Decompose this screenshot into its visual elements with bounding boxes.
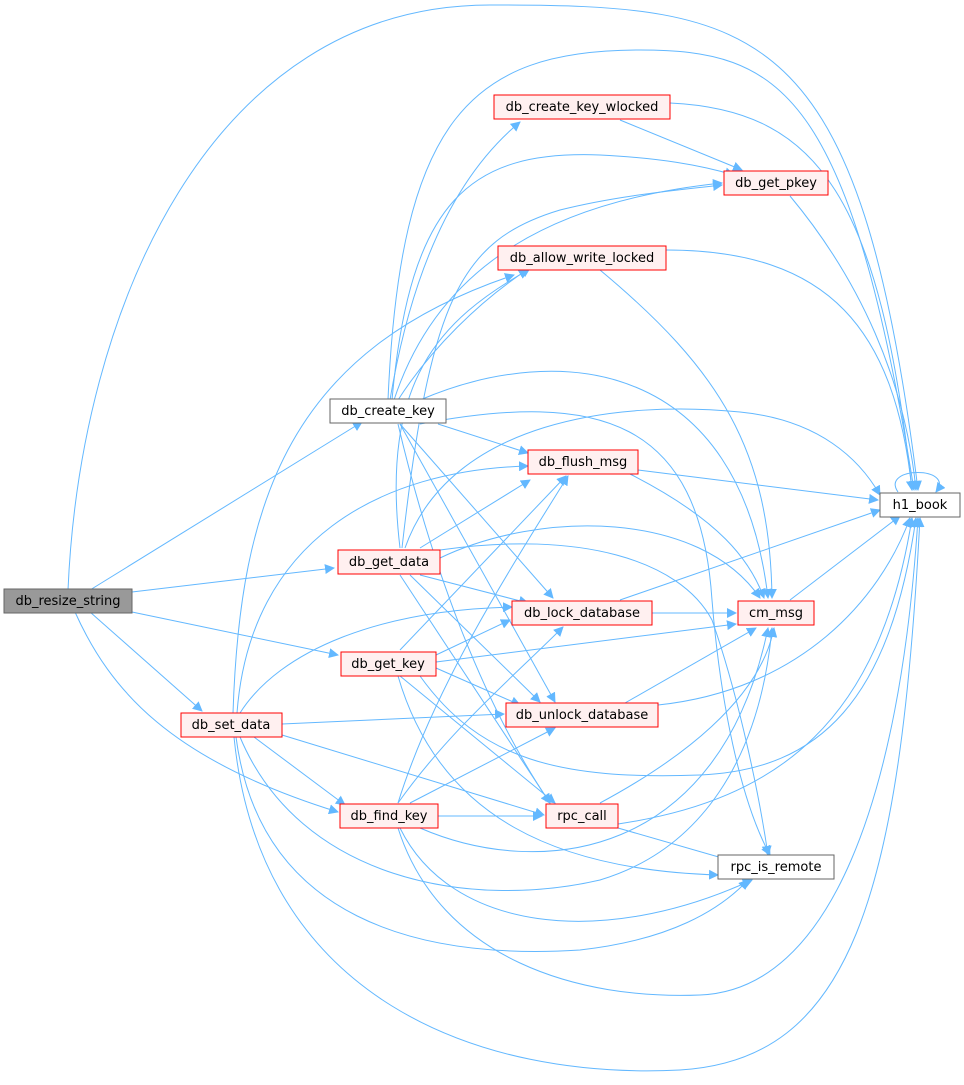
node-rpc-is-remote[interactable]: rpc_is_remote (717, 854, 835, 880)
node-label: rpc_is_remote (731, 860, 822, 875)
edge-get-data-to-rpc-call (399, 574, 551, 804)
node-label: db_get_pkey (735, 176, 817, 191)
node-cm-msg[interactable]: cm_msg (737, 600, 815, 626)
edge-get-key-to-cm-msg (435, 620, 737, 663)
edge-set-data-to-find-key (253, 736, 346, 806)
node-label: db_get_data (349, 555, 429, 570)
node-db-flush-msg[interactable]: db_flush_msg (527, 449, 639, 475)
edge-create-key-to-rpc-is-remote (419, 411, 771, 856)
edges (67, 4, 946, 1072)
edge-find-key-to-h1-book (397, 517, 923, 996)
edge-create-key-to-pkey-a (391, 154, 735, 401)
edge-set-data-to-h1-book (233, 517, 925, 1072)
edge-allow-write-to-h1-book (665, 249, 917, 491)
edge-resize-to-get-key (131, 611, 339, 659)
edge-create-key-to-allow-write (397, 267, 531, 401)
edge-get-data-to-rpc-is-remote (439, 543, 772, 856)
node-label: db_unlock_database (516, 708, 649, 723)
node-db-allow-write-locked[interactable]: db_allow_write_locked (497, 245, 667, 271)
node-db-resize-string[interactable]: db_resize_string (3, 588, 133, 614)
edge-rpc-call-to-cm-msg (599, 627, 778, 804)
edge-get-key-to-rpc-call (399, 675, 556, 804)
edge-get-data-to-lock-db (419, 574, 529, 606)
edge-create-key-to-h1-book (387, 49, 918, 491)
edge-get-data-to-cm-msg (439, 525, 761, 599)
edge-get-data-to-flush (419, 479, 531, 549)
edge-get-key-to-flush (399, 475, 567, 651)
edge-rpc-call-to-h1-book (617, 517, 916, 825)
edge-set-data-to-rpc-is-remote (235, 736, 749, 952)
node-label: db_allow_write_locked (510, 251, 655, 266)
edge-unlock-to-h1-book (657, 517, 912, 706)
edge-get-key-to-unlock-db (435, 667, 521, 706)
node-db-get-key[interactable]: db_get_key (340, 651, 437, 677)
edge-set-data-to-unlock-db (281, 709, 505, 725)
node-db-get-pkey[interactable]: db_get_pkey (723, 170, 829, 196)
nodes: db_resize_string db_create_key_wlocked d… (3, 94, 961, 880)
edge-find-key-to-rpc-is-remote (399, 827, 753, 922)
edge-create-key-to-flush-msg (437, 423, 529, 455)
edge-flush-to-h1-book (637, 469, 879, 504)
edge-get-data-to-h1-book (404, 408, 881, 549)
node-label: db_create_key_wlocked (506, 100, 659, 115)
edge-create-key-to-unlock-db (399, 423, 556, 703)
node-db-unlock-database[interactable]: db_unlock_database (505, 702, 659, 728)
node-label: db_get_key (351, 657, 425, 672)
edge-create-key-to-wlocked (389, 121, 521, 401)
node-label: db_find_key (351, 809, 428, 824)
edge-resize-to-h1-book (67, 4, 922, 591)
edge-get-key-to-h1-book (419, 517, 920, 777)
node-db-find-key[interactable]: db_find_key (339, 803, 439, 829)
node-label: cm_msg (749, 606, 803, 621)
node-db-create-key-wlocked[interactable]: db_create_key_wlocked (493, 94, 671, 120)
edge-resize-to-get-data (131, 564, 335, 593)
edge-set-data-to-cm-msg (239, 627, 777, 892)
node-db-get-data[interactable]: db_get_data (337, 549, 441, 575)
node-h1-book[interactable]: h1_book (879, 492, 961, 518)
edge-create-key-to-pkey-b (393, 178, 723, 401)
edge-rpc-call-to-rpc-is-remote (617, 827, 737, 865)
edge-get-data-to-allow-write (395, 269, 529, 549)
edge-pkey-to-h1-book (789, 195, 921, 491)
node-rpc-call[interactable]: rpc_call (545, 803, 619, 829)
edge-set-data-to-flush (236, 461, 529, 714)
edge-get-data-to-unlock-db (409, 574, 541, 703)
node-db-set-data[interactable]: db_set_data (180, 712, 283, 738)
node-label: db_lock_database (524, 606, 640, 621)
node-label: db_resize_string (15, 594, 120, 609)
edge-find-key-to-cm-msg (419, 627, 772, 853)
edge-unlock-to-cm-msg (624, 627, 757, 704)
edge-h1-book-self-loop (894, 472, 946, 493)
edge-wlocked-to-h1-book (669, 102, 916, 491)
edge-get-key-to-lock-db (435, 619, 511, 656)
edge-resize-to-create-key (89, 421, 363, 591)
edge-get-data-to-pkey (401, 181, 723, 549)
node-label: db_set_data (192, 718, 271, 733)
edge-resize-to-find-key (74, 611, 339, 815)
edge-set-data-to-allow-write (232, 273, 515, 714)
node-label: rpc_call (557, 809, 607, 824)
edge-find-key-to-flush (397, 475, 569, 804)
edge-lock-to-h1-book (619, 508, 881, 601)
node-label: db_flush_msg (539, 455, 628, 470)
edge-create-key-to-rpc-call (397, 423, 551, 804)
node-db-create-key[interactable]: db_create_key (329, 398, 447, 424)
edge-create-key-to-lock-db (399, 423, 554, 599)
edge-create-key-to-cm-msg (419, 370, 772, 599)
edge-set-data-to-lock-db (239, 602, 513, 714)
edge-get-key-to-rpc-is-remote (397, 675, 719, 880)
node-db-lock-database[interactable]: db_lock_database (511, 600, 653, 626)
edge-wlocked-to-pkey (619, 119, 743, 172)
edge-find-key-to-lock-db (397, 626, 564, 804)
edge-find-key-to-unlock-db (409, 727, 556, 804)
edge-allow-write-to-cm-msg (599, 269, 777, 599)
edge-resize-to-set-data (89, 611, 203, 712)
node-label: h1_book (893, 498, 948, 513)
node-label: db_create_key (341, 404, 435, 419)
edge-set-data-to-rpc-call (281, 734, 545, 818)
edge-flush-to-cm-msg (629, 473, 766, 599)
edge-cm-msg-to-h1-book (789, 515, 901, 601)
